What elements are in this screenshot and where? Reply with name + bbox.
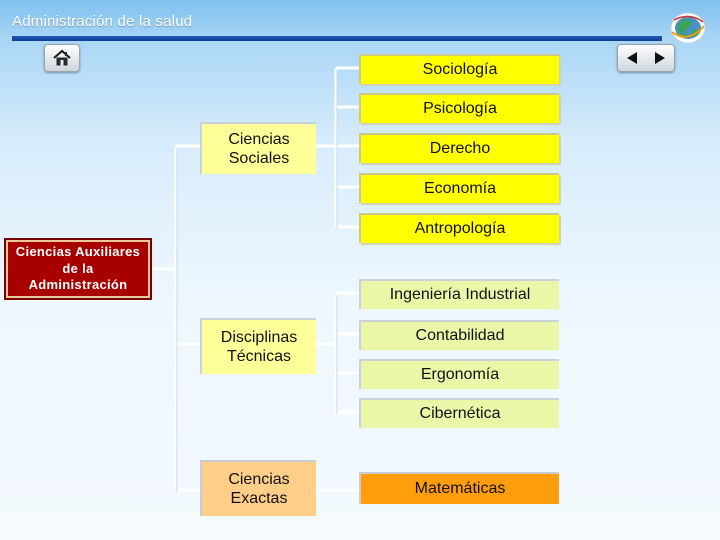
group-ciencias-exactas: Ciencias Exactas — [200, 460, 316, 516]
prev-next-control — [617, 44, 675, 72]
group-ciencias-sociales: Ciencias Sociales — [200, 122, 316, 174]
group-label: Disciplinas Técnicas — [220, 328, 298, 365]
home-icon — [53, 49, 71, 66]
title-rule — [12, 36, 662, 41]
page-title: Administración de la salud — [12, 13, 193, 30]
group-disciplinas-tecnicas: Disciplinas Técnicas — [200, 318, 316, 374]
node-label: Economía — [423, 180, 497, 198]
next-button[interactable] — [646, 45, 674, 71]
node-derecho: Derecho — [359, 133, 559, 163]
node-label: Antropología — [414, 220, 506, 238]
triangle-left-icon — [627, 52, 637, 64]
node-contabilidad: Contabilidad — [359, 320, 559, 350]
triangle-right-icon — [655, 52, 665, 64]
node-antropologia: Antropología — [359, 213, 559, 243]
group-label: Ciencias Sociales — [228, 130, 290, 167]
node-label: Ingeniería Industrial — [389, 286, 531, 304]
group-label: Ciencias Exactas — [228, 470, 290, 507]
node-label: Contabilidad — [415, 327, 505, 345]
previous-button[interactable] — [618, 45, 646, 71]
root-label: Ciencias Auxiliares de la Administración — [15, 243, 141, 293]
globe-logo-icon — [670, 12, 706, 44]
node-label: Cibernética — [419, 405, 501, 423]
node-label: Psicología — [423, 100, 497, 118]
node-label: Ergonomía — [420, 366, 500, 384]
node-ingenieria-industrial: Ingeniería Industrial — [359, 279, 559, 309]
node-label: Derecho — [429, 140, 491, 158]
node-label: Matemáticas — [414, 480, 506, 498]
node-sociologia: Sociología — [359, 54, 559, 84]
node-ergonomia: Ergonomía — [359, 359, 559, 389]
home-button[interactable] — [44, 44, 80, 72]
node-psicologia: Psicología — [359, 93, 559, 123]
root-node: Ciencias Auxiliares de la Administración — [6, 240, 150, 298]
node-matematicas: Matemáticas — [359, 472, 559, 504]
node-economia: Economía — [359, 173, 559, 203]
node-label: Sociología — [422, 61, 498, 79]
node-cibernetica: Cibernética — [359, 398, 559, 428]
